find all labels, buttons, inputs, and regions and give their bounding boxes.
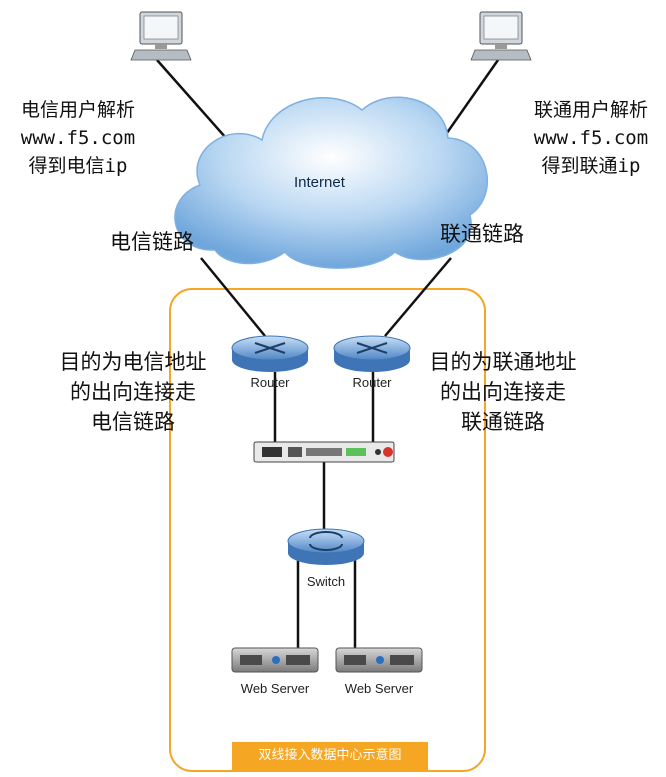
right-user-note: 联通用户解析 www.f5.com 得到联通ip [516, 96, 666, 180]
right-route-note-line: 联通链路 [461, 410, 545, 434]
left-route-note-line: 的出向连接走 [70, 380, 196, 404]
router-right-icon [333, 335, 411, 372]
left-user-note-line: 得到电信ip [28, 155, 128, 177]
switch-icon [287, 528, 365, 565]
line-cloud-router-left [200, 257, 266, 337]
left-route-note: 目的为电信地址 的出向连接走 电信链路 [48, 347, 218, 437]
left-route-note-line: 目的为电信地址 [59, 350, 207, 374]
diagram-caption: 双线接入数据中心示意图 [232, 742, 428, 770]
router-left-label: Router [250, 375, 290, 390]
left-user-note-line: 电信用户解析 [20, 99, 135, 121]
internet-label: Internet [294, 174, 345, 191]
right-user-note-line: 联通用户解析 [533, 99, 648, 121]
line-cloud-router-right [384, 257, 452, 337]
right-route-note-line: 目的为联通地址 [429, 350, 577, 374]
switch-label: Switch [306, 574, 346, 589]
left-user-note: 电信用户解析 www.f5.com 得到电信ip [2, 96, 154, 180]
left-route-note-line: 电信链路 [91, 410, 175, 434]
web-server-right-label: Web Server [344, 681, 414, 696]
pc-left-icon [130, 11, 192, 61]
right-user-note-line: 得到联通ip [541, 155, 641, 177]
pc-right-icon [470, 11, 532, 61]
router-left-icon [231, 335, 309, 372]
right-link-label: 联通链路 [440, 222, 524, 246]
web-server-right-icon [335, 647, 423, 673]
left-link-label: 电信链路 [110, 230, 194, 254]
line-pc-left-cloud [156, 59, 227, 139]
web-server-left-icon [231, 647, 319, 673]
datacenter-frame [169, 288, 486, 772]
right-route-note-line: 的出向连接走 [440, 380, 566, 404]
right-user-note-line: www.f5.com [533, 127, 649, 149]
router-right-label: Router [352, 375, 392, 390]
right-route-note: 目的为联通地址 的出向连接走 联通链路 [418, 347, 588, 437]
load-balancer-icon [253, 441, 395, 463]
left-user-note-line: www.f5.com [20, 127, 136, 149]
internet-cloud [174, 96, 488, 269]
web-server-left-label: Web Server [240, 681, 310, 696]
